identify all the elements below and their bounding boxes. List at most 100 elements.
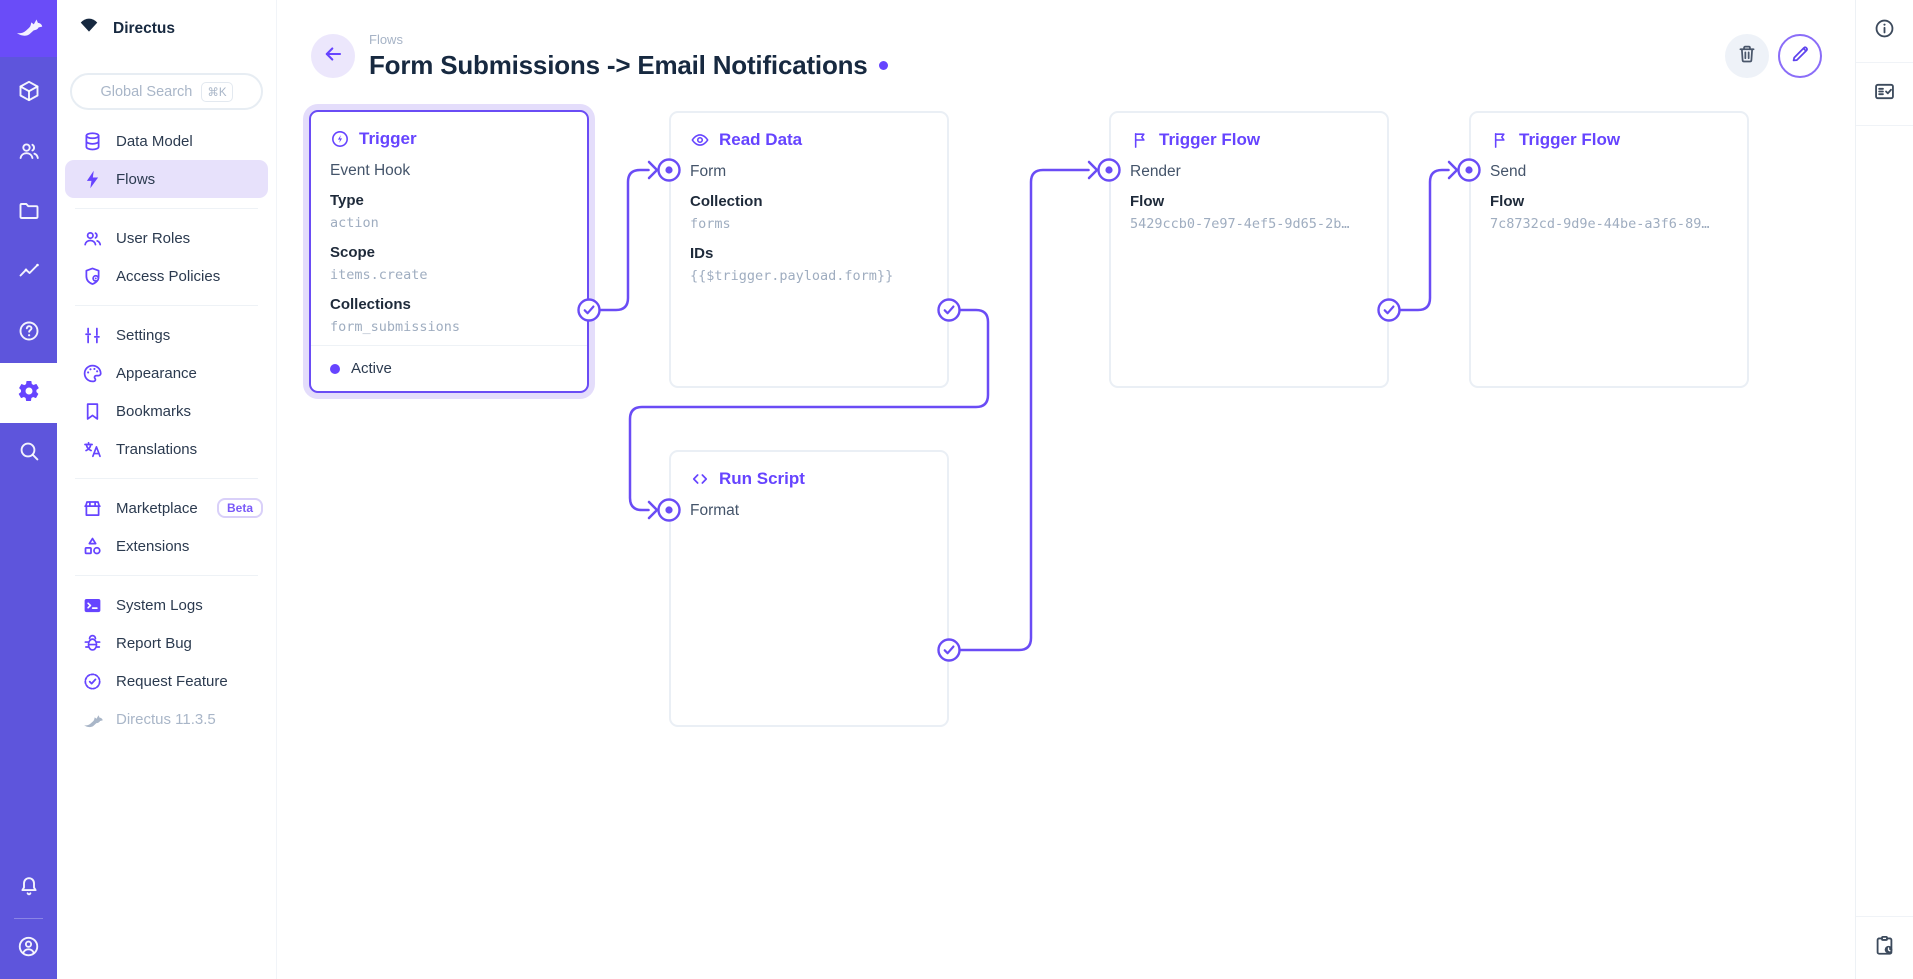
terminal-icon: [82, 595, 103, 616]
sidebar-item-label: Report Bug: [116, 634, 192, 652]
connection-line: [598, 168, 650, 312]
panel-header: Run Script: [690, 468, 928, 490]
global-search-label: Global Search: [100, 83, 193, 100]
flow-logs-button[interactable]: [1856, 63, 1913, 125]
search-icon: [17, 439, 41, 468]
back-button[interactable]: [311, 34, 355, 78]
panel-header: Trigger Flow: [1490, 129, 1728, 151]
sidebar-item-bookmarks[interactable]: Bookmarks: [57, 392, 276, 430]
module-files[interactable]: [0, 183, 57, 243]
panel-header: Trigger Flow: [1130, 129, 1368, 151]
flow-panel-run-script[interactable]: Run Script Format: [669, 450, 949, 727]
fact-check-icon: [1873, 80, 1896, 108]
translate-icon: [82, 439, 103, 460]
connection-line: [958, 168, 1090, 652]
sidebar-item-label: Marketplace: [116, 499, 198, 517]
edit-flow-button[interactable]: [1778, 34, 1822, 78]
flow-panel-trigger-flow-render[interactable]: Trigger Flow Render Flow 5429ccb0-7e97-4…: [1109, 111, 1389, 388]
nav-divider: [75, 208, 258, 209]
nav-divider: [75, 478, 258, 479]
directus-logo-button[interactable]: [0, 0, 57, 57]
sidebar-item-label: Appearance: [116, 364, 197, 382]
header-actions: [1725, 34, 1855, 78]
arrow-head-icon: [1447, 160, 1459, 180]
notifications-button[interactable]: [0, 858, 57, 918]
module-docs[interactable]: [0, 303, 57, 363]
trash-icon: [1736, 43, 1758, 70]
page-header: Flows Form Submissions -> Email Notifica…: [277, 0, 1855, 112]
sidebar-item-system-logs[interactable]: System Logs: [57, 586, 276, 624]
database-icon: [82, 131, 103, 152]
pending-revisions-button[interactable]: [1856, 917, 1913, 979]
help-icon: [17, 319, 41, 348]
sidebar-item-access-policies[interactable]: Access Policies: [57, 257, 276, 295]
active-status-dot: [330, 363, 340, 374]
rabbit-version-icon: [82, 709, 103, 730]
module-users[interactable]: [0, 123, 57, 183]
panel-name: Render: [1130, 163, 1181, 180]
user-menu-button[interactable]: [0, 919, 57, 979]
sidebar-item-marketplace[interactable]: Marketplace Beta: [57, 489, 276, 527]
title-block: Flows Form Submissions -> Email Notifica…: [369, 32, 888, 81]
sidebar-item-flows[interactable]: Flows: [65, 160, 268, 198]
info-icon: [1873, 17, 1896, 45]
page-title-text: Form Submissions -> Email Notifications: [369, 49, 868, 80]
gear-icon: [17, 379, 41, 408]
panel-name: Form: [690, 163, 727, 180]
bookmark-icon: [82, 401, 103, 422]
beta-badge: Beta: [216, 498, 263, 518]
panel-field: Collections form_submissions: [330, 296, 461, 335]
module-bar-divider: [14, 918, 43, 919]
version-label: Directus 11.3.5: [116, 710, 216, 728]
sidebar-item-user-roles[interactable]: User Roles: [57, 219, 276, 257]
module-buttons: [0, 57, 57, 483]
storefront-icon: [82, 498, 103, 519]
flow-panel-read-data[interactable]: Read Data Form Collection forms IDs {{$t…: [669, 111, 949, 388]
sidebar-item-appearance[interactable]: Appearance: [57, 354, 276, 392]
bolt-circle-icon: [330, 129, 350, 149]
sidebar-item-settings[interactable]: Settings: [57, 316, 276, 354]
panel-field: Flow 7c8732cd-9d9e-44be-a3f6-89…: [1490, 193, 1710, 232]
sidebar-item-report-bug[interactable]: Report Bug: [57, 624, 276, 662]
panel-title: Trigger Flow: [1159, 130, 1261, 149]
flow-info-button[interactable]: [1856, 0, 1913, 62]
arrow-left-icon: [321, 42, 345, 71]
sidebar-item-extensions[interactable]: Extensions: [57, 527, 276, 565]
palette-icon: [82, 363, 103, 384]
bug-icon: [82, 633, 103, 654]
clipboard-clock-icon: [1873, 934, 1896, 962]
flow-canvas[interactable]: Trigger Event Hook Type action Scope ite…: [277, 0, 1855, 979]
panel-name: Format: [690, 502, 740, 519]
delete-flow-button[interactable]: [1725, 34, 1769, 78]
main-area: Flows Form Submissions -> Email Notifica…: [277, 0, 1855, 979]
flow-panel-trigger-flow-send[interactable]: Trigger Flow Send Flow 7c8732cd-9d9e-44b…: [1469, 111, 1749, 388]
flow-panel-trigger[interactable]: Trigger Event Hook Type action Scope ite…: [309, 110, 589, 393]
sidebar-item-request-feature[interactable]: Request Feature: [57, 662, 276, 700]
arrow-head-icon: [1087, 160, 1099, 180]
module-content[interactable]: [0, 63, 57, 123]
sidebar-item-label: User Roles: [116, 229, 191, 247]
category-icon: [82, 536, 103, 557]
trigger-status-row: Active: [311, 345, 587, 391]
sidebar-item-label: Request Feature: [116, 672, 228, 690]
page-title: Form Submissions -> Email Notifications: [369, 50, 888, 81]
sidebar-item-label: Access Policies: [116, 267, 221, 285]
project-row[interactable]: Directus: [57, 0, 276, 57]
sidebar-item-data-model[interactable]: Data Model: [57, 122, 276, 160]
arrow-head-icon: [647, 160, 659, 180]
panel-field: Flow 5429ccb0-7e97-4ef5-9d65-2b…: [1130, 193, 1350, 232]
connection-line: [1398, 168, 1450, 312]
flag-icon: [1130, 130, 1150, 150]
nav-list: Data Model Flows User Roles Access Pol: [57, 118, 276, 738]
sidebar-item-translations[interactable]: Translations: [57, 430, 276, 468]
module-settings[interactable]: [0, 363, 57, 423]
module-insights[interactable]: [0, 243, 57, 303]
flow-status-dot: [878, 60, 888, 70]
panel-field: Type action: [330, 192, 379, 231]
global-search[interactable]: Global Search ⌘K: [70, 73, 263, 110]
panel-title: Trigger Flow: [1519, 130, 1621, 149]
cube-icon: [17, 79, 41, 108]
version-row: Directus 11.3.5: [57, 700, 276, 738]
rabbit-logo-icon: [14, 11, 44, 46]
module-search[interactable]: [0, 423, 57, 483]
